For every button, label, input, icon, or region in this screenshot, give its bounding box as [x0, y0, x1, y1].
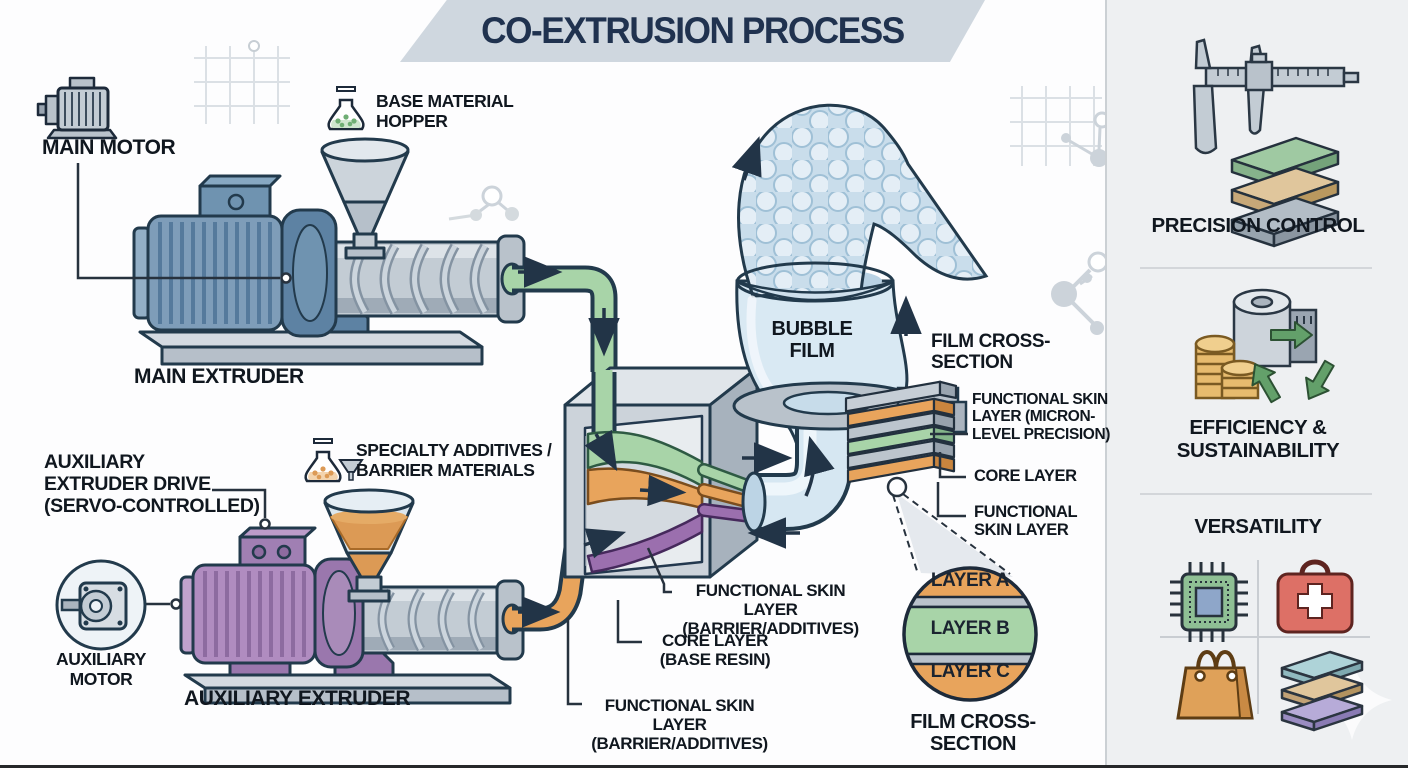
bubble-film-label: BUBBLE FILM: [771, 318, 853, 363]
layer-a-label: LAYER A: [930, 570, 1010, 591]
flow-arrows: [518, 136, 922, 628]
sidebar-versatility-label: VERSATILITY: [1194, 515, 1322, 538]
main-extruder-label: MAIN EXTRUDER: [134, 365, 304, 388]
green-flask-icon: [327, 86, 365, 131]
shopping-bag-icon: [1176, 650, 1254, 720]
base-material-hopper: [320, 137, 410, 260]
bottom-border: [0, 765, 1408, 768]
layer-stack-icon: [1230, 136, 1340, 248]
sidebar-efficiency-label: EFFICIENCY & SUSTAINABILITY: [1176, 416, 1340, 462]
first-aid-icon: [1276, 559, 1354, 634]
specialty-hopper: [323, 488, 415, 603]
core-layer-label: CORE LAYER: [974, 467, 1077, 485]
main-motor-icon: [36, 76, 118, 140]
layer-b-label: LAYER B: [930, 618, 1010, 639]
molecule-decoration-1: [448, 185, 519, 221]
connector-lines: [76, 163, 968, 706]
main-motor-label: MAIN MOTOR: [42, 136, 176, 159]
grid-decoration-left: [194, 40, 290, 124]
versatility-dividers: [1160, 560, 1370, 714]
auxiliary-motor-icon: [55, 559, 147, 651]
magnifier-callout: [886, 476, 1013, 577]
molecule-decoration-3: [1051, 251, 1109, 335]
page-title: CO-EXTRUSION PROCESS: [481, 10, 905, 51]
aux-motor-label: AUXILIARY MOTOR: [55, 649, 147, 689]
orange-flask-icon: [304, 438, 364, 483]
grid-decoration-right: [1010, 86, 1102, 166]
aux-drive-label: AUXILIARY EXTRUDER DRIVE (SERVO-CONTROLL…: [44, 451, 260, 517]
circle-caption-label: FILM CROSS-SECTION: [910, 711, 1036, 756]
skin-plain-label: FUNCTIONAL SKIN LAYER: [974, 503, 1078, 540]
cross-section-circle: [902, 566, 1038, 702]
film-cross-section-top-label: FILM CROSS- SECTION: [931, 331, 1051, 374]
die-core-label: CORE LAYER (BASE RESIN): [659, 631, 771, 670]
green-feed-pipe: [512, 265, 618, 372]
sheets-icon: [1280, 650, 1364, 732]
chip-icon: [1170, 562, 1248, 642]
sparkle-decoration: [1312, 660, 1392, 740]
auxiliary-extruder-machine: [179, 488, 525, 705]
title-banner: CO-EXTRUSION PROCESS: [400, 0, 985, 62]
main-extruder-machine: [132, 137, 526, 366]
film-layer-stack: [844, 380, 958, 484]
die-skin-top-label: FUNCTIONAL SKIN LAYER (BARRIER/ADDITIVES…: [682, 581, 859, 639]
sidebar-precision-label: PRECISION CONTROL: [1151, 214, 1365, 237]
recycle-icon: [1251, 321, 1335, 404]
skin-micron-label: FUNCTIONAL SKIN LAYER (MICRON- LEVEL PRE…: [972, 391, 1111, 443]
base-hopper-label: BASE MATERIAL HOPPER: [376, 91, 514, 131]
caliper-icon: [1192, 38, 1360, 155]
aux-extruder-label: AUXILIARY EXTRUDER: [184, 687, 411, 710]
layer-c-label: LAYER C: [930, 661, 1010, 682]
specialty-additives-label: SPECIALTY ADDITIVES / BARRIER MATERIALS: [356, 440, 552, 480]
coins-icon: [1194, 334, 1260, 400]
die-skin-bottom-label: FUNCTIONAL SKIN LAYER (BARRIER/ADDITIVES…: [591, 696, 768, 754]
